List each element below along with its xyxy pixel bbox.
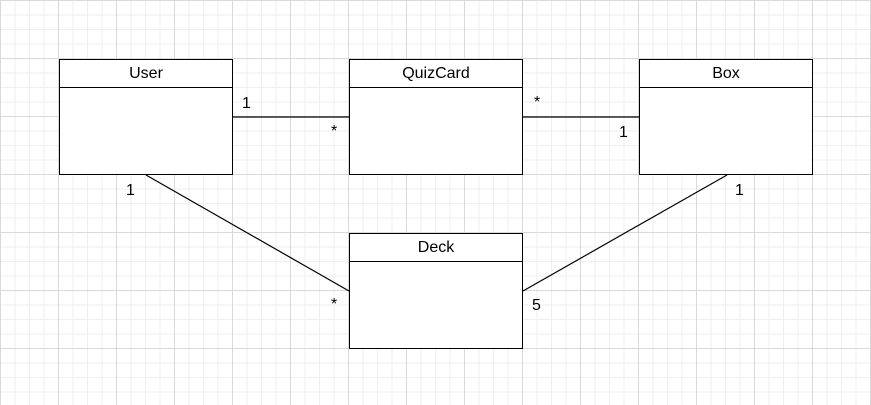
multiplicity-box-deck-deck-end: 5 bbox=[532, 297, 541, 314]
class-quizcard-body bbox=[350, 88, 522, 174]
multiplicity-user-quizcard-user-end: 1 bbox=[242, 95, 251, 112]
class-deck-body bbox=[350, 262, 522, 348]
class-user-name: User bbox=[60, 60, 232, 88]
class-user-body bbox=[60, 88, 232, 174]
multiplicity-box-deck-box-end: 1 bbox=[735, 182, 744, 199]
class-box[interactable]: Box bbox=[639, 59, 813, 175]
class-quizcard-name: QuizCard bbox=[350, 60, 522, 88]
multiplicity-quizcard-box-quizcard-end: * bbox=[534, 94, 541, 111]
class-box-body bbox=[640, 88, 812, 174]
multiplicity-quizcard-box-box-end: 1 bbox=[619, 124, 628, 141]
multiplicity-user-deck-user-end: 1 bbox=[126, 182, 135, 199]
class-box-name: Box bbox=[640, 60, 812, 88]
class-deck[interactable]: Deck bbox=[349, 233, 523, 349]
association-user-deck[interactable] bbox=[145, 174, 350, 292]
class-user[interactable]: User bbox=[59, 59, 233, 175]
class-deck-name: Deck bbox=[350, 234, 522, 262]
multiplicity-user-deck-deck-end: * bbox=[331, 296, 338, 313]
class-quizcard[interactable]: QuizCard bbox=[349, 59, 523, 175]
multiplicity-user-quizcard-quizcard-end: * bbox=[331, 123, 338, 140]
association-box-deck[interactable] bbox=[522, 174, 728, 292]
